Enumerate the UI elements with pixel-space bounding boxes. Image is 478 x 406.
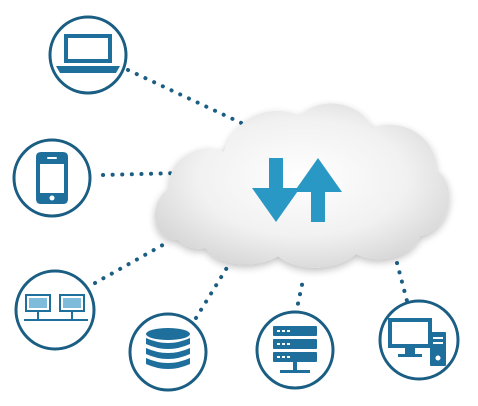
server-rack-icon [273, 326, 317, 373]
connector-database [194, 264, 230, 320]
download-arrow-icon [252, 158, 300, 222]
smartphone-icon [36, 152, 68, 204]
server-node [255, 310, 335, 390]
connector-desktop [395, 261, 409, 303]
connector-network [93, 240, 170, 285]
upload-arrow-icon [294, 158, 342, 222]
database-node [128, 312, 208, 392]
network-node-ring [14, 269, 96, 351]
connector-laptop [126, 68, 254, 130]
smartphone-node [12, 138, 92, 218]
server-node-ring [255, 310, 335, 390]
connector-server [294, 278, 305, 315]
desktop-node [378, 299, 460, 381]
database-icon [146, 328, 190, 369]
smartphone-node-ring [12, 138, 92, 218]
connector-lines [93, 68, 409, 320]
connector-smartphone [101, 171, 182, 177]
network-node [14, 269, 96, 351]
upload-download-arrows-icon [252, 158, 342, 222]
laptop-node [48, 15, 128, 95]
desktop-computer-icon [388, 318, 446, 366]
database-node-ring [128, 312, 208, 392]
laptop-node-ring [48, 15, 128, 95]
laptop-icon [56, 34, 120, 73]
network-computers-icon [24, 294, 88, 321]
